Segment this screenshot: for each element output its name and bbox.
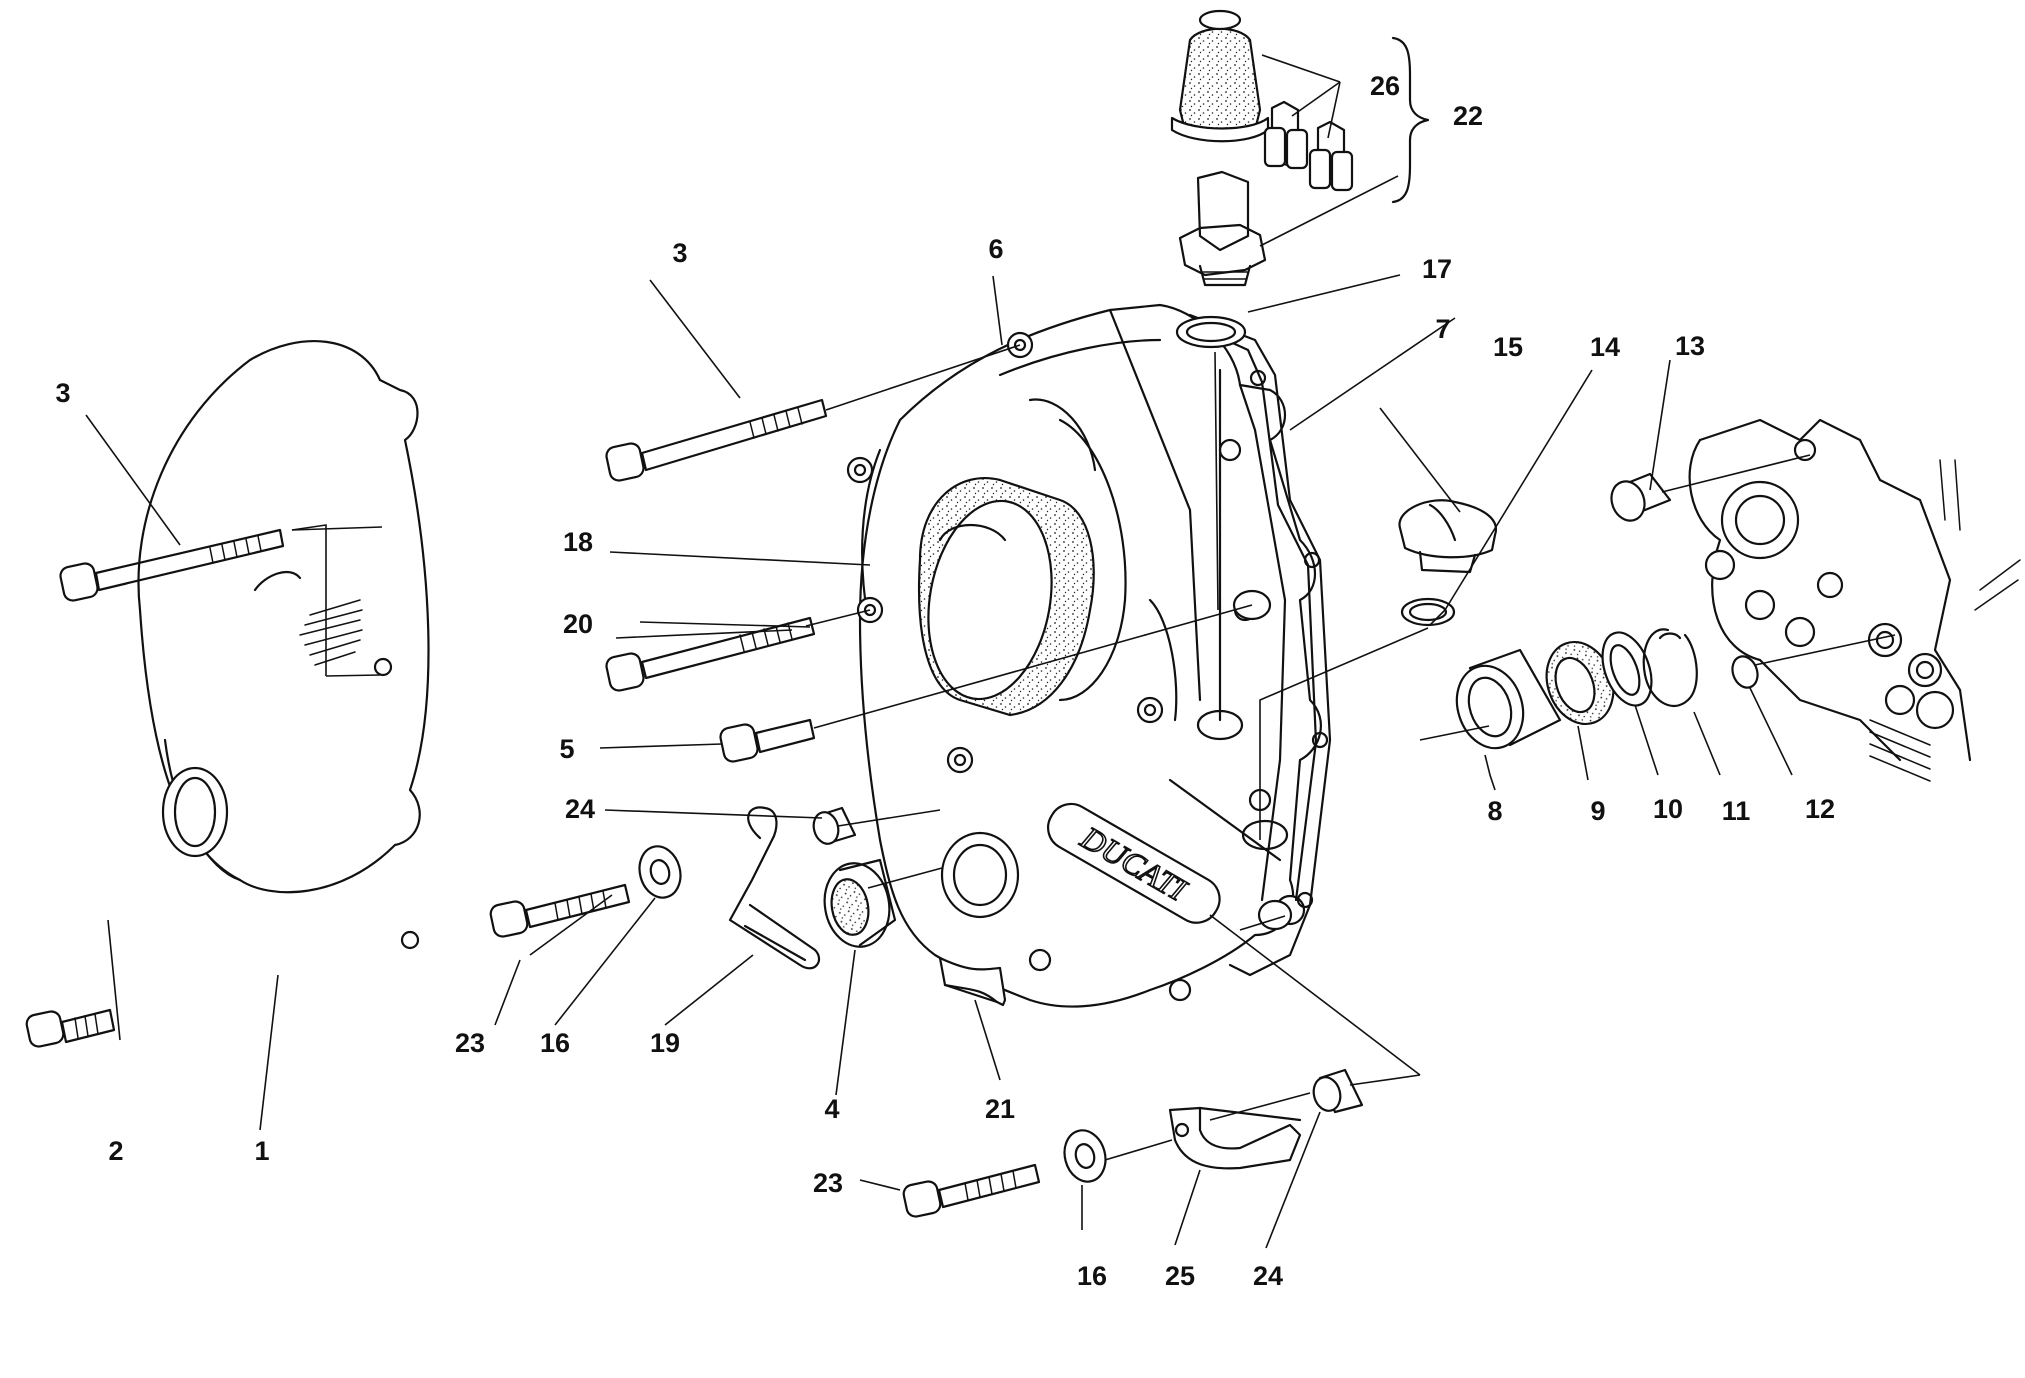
screw-part-23-bottom [902, 1163, 1041, 1218]
screw-part-3-top [605, 398, 828, 482]
callout-7: 7 [1435, 314, 1450, 344]
callout-10: 10 [1653, 794, 1683, 824]
plate-part-21 [938, 956, 1007, 1007]
filler-plug-part-15 [1398, 499, 1498, 574]
bracket-brace [1391, 36, 1430, 204]
callout-labels: 1 2 3 3 4 5 6 7 8 9 10 11 12 13 14 15 16… [55, 71, 1835, 1291]
callout-16-top: 16 [540, 1028, 570, 1058]
callout-22: 22 [1453, 101, 1483, 131]
clutch-cover-part-1 [137, 340, 430, 950]
callout-24-top: 24 [565, 794, 595, 824]
spacer-part-24-bottom [1312, 1068, 1364, 1114]
callout-16-bottom: 16 [1077, 1261, 1107, 1291]
seal-part-9 [1545, 640, 1615, 726]
callout-1: 1 [254, 1136, 269, 1166]
callout-19: 19 [650, 1028, 680, 1058]
callout-13: 13 [1675, 331, 1705, 361]
leader-lines [85, 54, 1896, 1249]
callout-5: 5 [559, 734, 574, 764]
callout-14: 14 [1590, 332, 1620, 362]
callout-18: 18 [563, 527, 593, 557]
callout-12: 12 [1805, 794, 1835, 824]
rubber-boot-part-26 [1170, 9, 1270, 143]
callout-20: 20 [563, 609, 593, 639]
terminal-part-26-b [1308, 120, 1354, 192]
terminal-part-26-a [1263, 100, 1309, 170]
callout-17: 17 [1422, 254, 1452, 284]
screw-part-23-left [489, 883, 631, 938]
seal-part-18 [917, 477, 1095, 717]
crankcase-background [1688, 418, 2021, 782]
callout-3-top: 3 [672, 238, 687, 268]
callout-9: 9 [1590, 796, 1605, 826]
callout-6: 6 [988, 234, 1003, 264]
callout-8: 8 [1487, 796, 1502, 826]
callout-23-left: 23 [455, 1028, 485, 1058]
callout-4: 4 [824, 1094, 839, 1124]
o-ring-part-14 [1400, 597, 1456, 627]
washer-part-10 [1601, 631, 1653, 707]
clip-part-19 [728, 806, 821, 970]
clutch-housing-part-6: DUCATI [846, 303, 1322, 1008]
o-ring-part-12 [1731, 655, 1759, 689]
sensor-assembly-part-22 [1178, 170, 1267, 287]
gasket-part-7 [1188, 313, 1332, 977]
seal-part-4 [823, 858, 897, 948]
callout-15: 15 [1493, 332, 1523, 362]
dowel-part-13 [1610, 472, 1672, 522]
callout-24-bottom: 24 [1253, 1261, 1283, 1291]
screw-part-20 [605, 616, 816, 692]
bushing-part-8 [1455, 648, 1562, 750]
o-ring-part-17 [1175, 315, 1247, 349]
bracket-part-25 [1168, 1106, 1302, 1170]
screw-part-2 [25, 1008, 116, 1048]
screw-part-3-left [59, 528, 285, 602]
washer-part-16-bottom [1063, 1129, 1107, 1183]
callout-25: 25 [1165, 1261, 1195, 1291]
spacer-part-24-top [812, 806, 857, 845]
callout-11: 11 [1722, 796, 1751, 826]
callout-21: 21 [985, 1094, 1015, 1124]
callout-26: 26 [1370, 71, 1400, 101]
circlip-part-11 [1642, 628, 1698, 707]
callout-23-bottom: 23 [813, 1168, 843, 1198]
screw-part-5 [719, 718, 816, 763]
callout-3-left: 3 [55, 378, 70, 408]
washer-part-16-top [638, 845, 682, 899]
callout-2: 2 [108, 1136, 123, 1166]
